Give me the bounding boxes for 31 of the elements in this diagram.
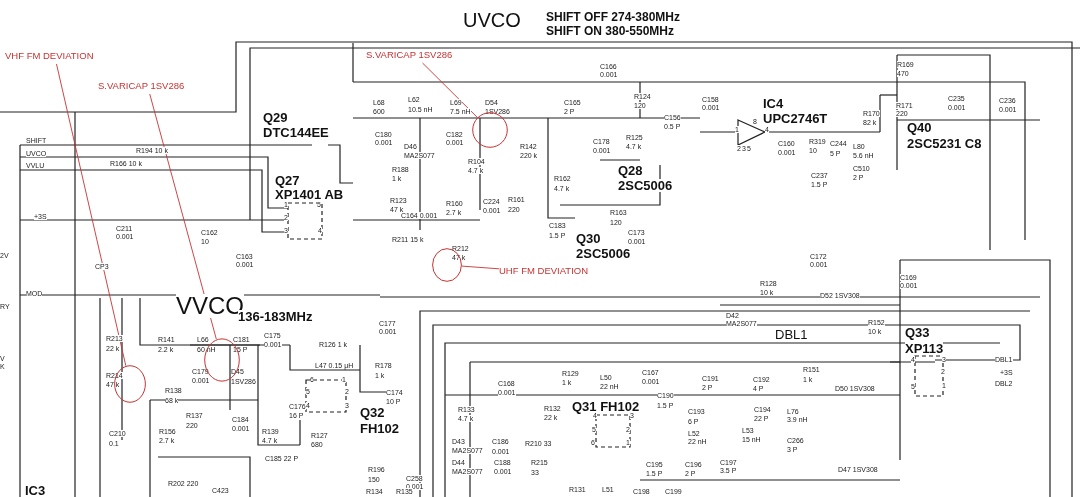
component-label: Q29 (263, 111, 288, 124)
component-label: Q33 (905, 326, 930, 339)
highlight-circle (472, 112, 508, 148)
leader-line (422, 62, 478, 118)
component-label: Q27 (275, 174, 300, 187)
annotation-text: S.VARICAP 1SV286 (98, 81, 198, 94)
component-label: Q30 (576, 232, 601, 245)
component-label: SHIFT ON 380-550MHz (546, 25, 675, 37)
leader-line (56, 63, 127, 367)
component-label: Q31 FH102 (572, 400, 640, 413)
component-label: DTC144EE (263, 126, 329, 139)
annotation-text: S.VARICAP 1SV286 (366, 50, 466, 63)
component-label: IC4 (763, 97, 784, 110)
component-label: SHIFT OFF 274-380MHz (546, 11, 681, 23)
component-label: Q32 (360, 406, 385, 419)
component-label: DBL1 (775, 328, 808, 341)
component-label: 2SC5231 C8 (907, 137, 982, 150)
leader-line (461, 265, 500, 270)
component-label: UPC2746T (763, 112, 828, 125)
annotation-text: VHF FM DEVIATION (5, 51, 105, 64)
component-label: UVCO (463, 10, 521, 30)
component-label: 2SC5006 (576, 247, 631, 260)
component-label: Q40 (907, 121, 932, 134)
component-label: 2SC5006 (618, 179, 673, 192)
annotation-text: UHF FM DEVIATION (499, 266, 599, 279)
component-label: IC3 (25, 484, 46, 497)
component-label: XP113 (905, 342, 944, 355)
component-label: Q28 (618, 164, 643, 177)
component-label: XP1401 AB (275, 188, 344, 201)
leader-line (149, 93, 217, 340)
component-label: FH102 (360, 422, 400, 435)
